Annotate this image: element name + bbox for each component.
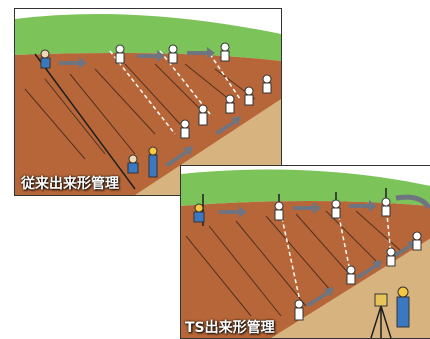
conventional-label: 従来出来形管理 (21, 176, 119, 192)
berm-arrows (165, 116, 241, 167)
slope-hatching (24, 63, 256, 160)
worker-bottom-crouch (127, 154, 139, 174)
berm-arrows (306, 240, 417, 307)
worker-crest-2 (168, 44, 178, 64)
worker-slope-3 (412, 231, 422, 251)
worker-slope-1 (346, 265, 356, 285)
crest-arrows (59, 47, 215, 69)
worker-crest-1 (115, 44, 125, 64)
total-station (370, 293, 392, 338)
worker-slope-2 (386, 247, 396, 267)
reference-lines (109, 50, 241, 135)
grass-strip (181, 169, 430, 206)
worker-crouching (40, 49, 51, 69)
turn-arrow (395, 194, 430, 210)
worker-bottom-standing (148, 146, 158, 178)
workers (193, 197, 422, 321)
grass-strip (15, 14, 281, 61)
worker-crest-2 (331, 199, 341, 219)
surveyor (396, 286, 410, 328)
conventional-survey-panel: 従来出来形管理 (14, 8, 282, 196)
ts-label: TS出来形管理 (185, 320, 275, 336)
slope-hatching (185, 210, 402, 317)
worker-crest-1 (274, 201, 284, 221)
worker-slope-1 (180, 119, 190, 139)
worker-crest-3 (220, 42, 230, 62)
worker-bottom (294, 299, 304, 321)
ts-survey-illustration (181, 169, 430, 338)
worker-slope-3 (225, 94, 235, 114)
workers (40, 42, 272, 178)
ts-survey-panel: TS出来形管理 (180, 165, 430, 339)
worker-slope-5 (262, 74, 272, 94)
worker-crest-3 (381, 197, 391, 217)
conventional-survey-illustration (15, 14, 281, 195)
measuring-pole (34, 53, 136, 190)
crest-arrows (219, 200, 377, 218)
worker-slope-2 (198, 104, 208, 126)
worker-crouching (193, 203, 205, 223)
worker-slope-4 (244, 86, 254, 106)
